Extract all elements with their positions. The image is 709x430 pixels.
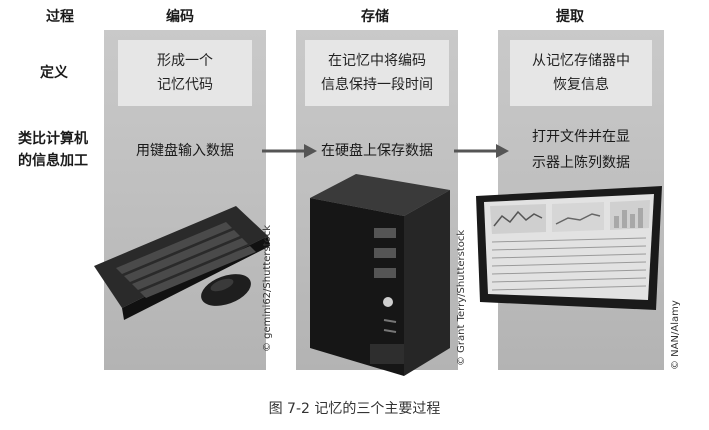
monitor-icon <box>476 186 662 310</box>
analogy-storage: 在硬盘上保存数据 <box>305 138 449 164</box>
analogy-retrieval-line2: 示器上陈列数据 <box>532 155 630 171</box>
credit-computer: © Grant Terry/Shutterstock <box>456 229 467 366</box>
analogy-storage-line1: 在硬盘上保存数据 <box>321 143 433 159</box>
header-retrieval: 提取 <box>556 9 584 25</box>
arrow-storage-to-retrieval-icon <box>454 144 509 158</box>
mouse-icon <box>201 274 251 306</box>
definition-encoding-line2: 记忆代码 <box>157 77 213 93</box>
definition-encoding-line1: 形成一个 <box>157 53 213 69</box>
analogy-retrieval: 打开文件并在显 示器上陈列数据 <box>505 124 657 176</box>
computer-tower-icon <box>310 174 450 376</box>
credit-monitor: © NAN/Alamy <box>670 300 681 370</box>
arrow-encoding-to-storage-icon <box>262 144 317 158</box>
header-process: 过程 <box>46 9 74 25</box>
analogy-encoding-line1: 用键盘输入数据 <box>136 143 234 159</box>
row-label-analogy-line1: 类比计算机 <box>18 131 88 147</box>
header-encoding: 编码 <box>166 9 194 25</box>
row-label-definition: 定义 <box>40 65 68 81</box>
header-storage: 存储 <box>361 9 389 25</box>
definition-storage: 在记忆中将编码 信息保持一段时间 <box>305 40 449 106</box>
analogy-encoding: 用键盘输入数据 <box>110 138 260 164</box>
definition-retrieval-line1: 从记忆存储器中 <box>532 53 630 69</box>
definition-encoding: 形成一个 记忆代码 <box>118 40 252 106</box>
definition-storage-line1: 在记忆中将编码 <box>328 53 426 69</box>
definition-storage-line2: 信息保持一段时间 <box>321 77 433 93</box>
keyboard-icon <box>94 206 270 320</box>
analogy-retrieval-line1: 打开文件并在显 <box>532 129 630 145</box>
definition-retrieval: 从记忆存储器中 恢复信息 <box>510 40 652 106</box>
figure-caption: 图 7-2 记忆的三个主要过程 <box>268 401 441 417</box>
definition-retrieval-line2: 恢复信息 <box>553 77 609 93</box>
row-label-analogy-line2: 的信息加工 <box>18 153 88 169</box>
credit-keyboard: © gemini62/Shutterstock <box>262 224 273 352</box>
